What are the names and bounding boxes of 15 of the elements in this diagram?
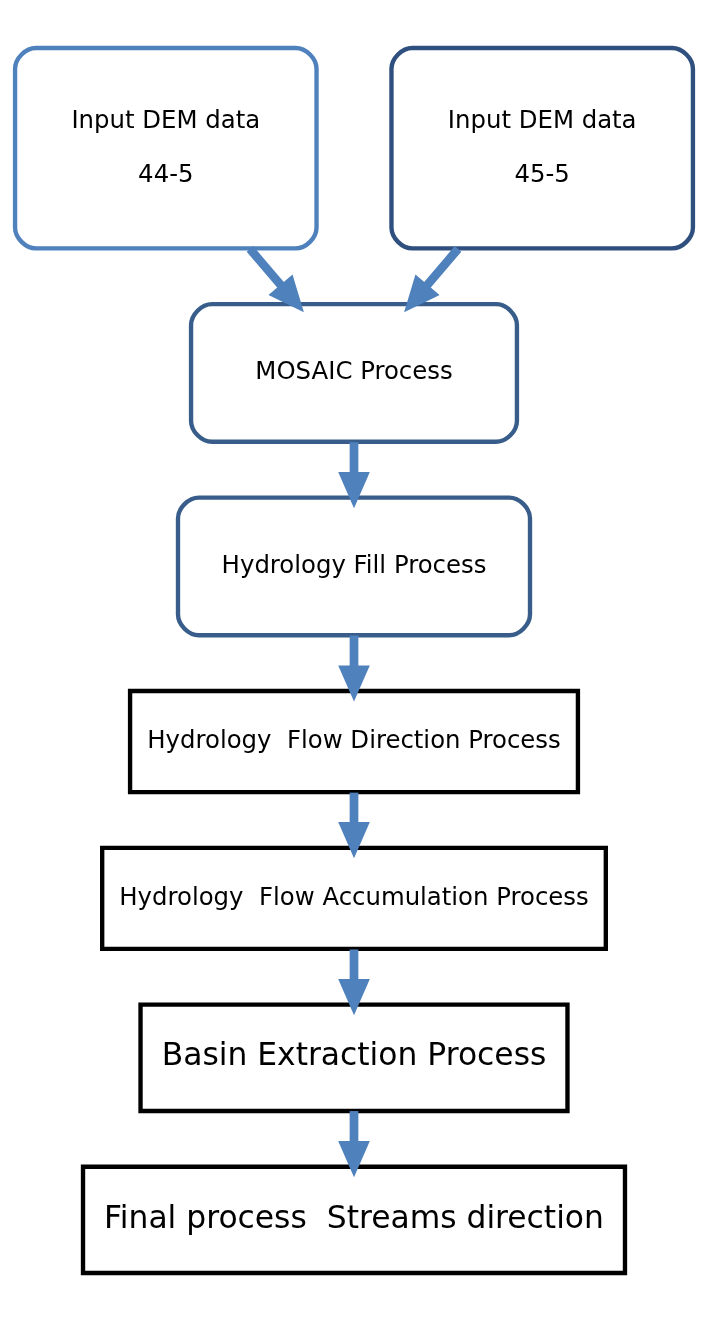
arrow [404, 246, 462, 313]
arrow [338, 792, 370, 859]
arrow [338, 949, 370, 1016]
node-box: Final process Streams direction [80, 1164, 628, 1276]
node-box: Basin Extraction Process [138, 1002, 570, 1114]
arrow [338, 1111, 370, 1178]
arrow [338, 635, 370, 702]
node-box: Input DEM data 44-5 [12, 45, 319, 251]
arrow [338, 442, 370, 509]
node-box: Hydrology Fill Process [175, 495, 533, 638]
node-box: Input DEM data 45-5 [389, 45, 696, 251]
node-box: Hydrology Flow Direction Process [127, 688, 581, 795]
arrow [246, 246, 304, 313]
node-box: Hydrology Flow Accumulation Process [100, 845, 608, 952]
node-box: MOSAIC Process [188, 301, 520, 444]
